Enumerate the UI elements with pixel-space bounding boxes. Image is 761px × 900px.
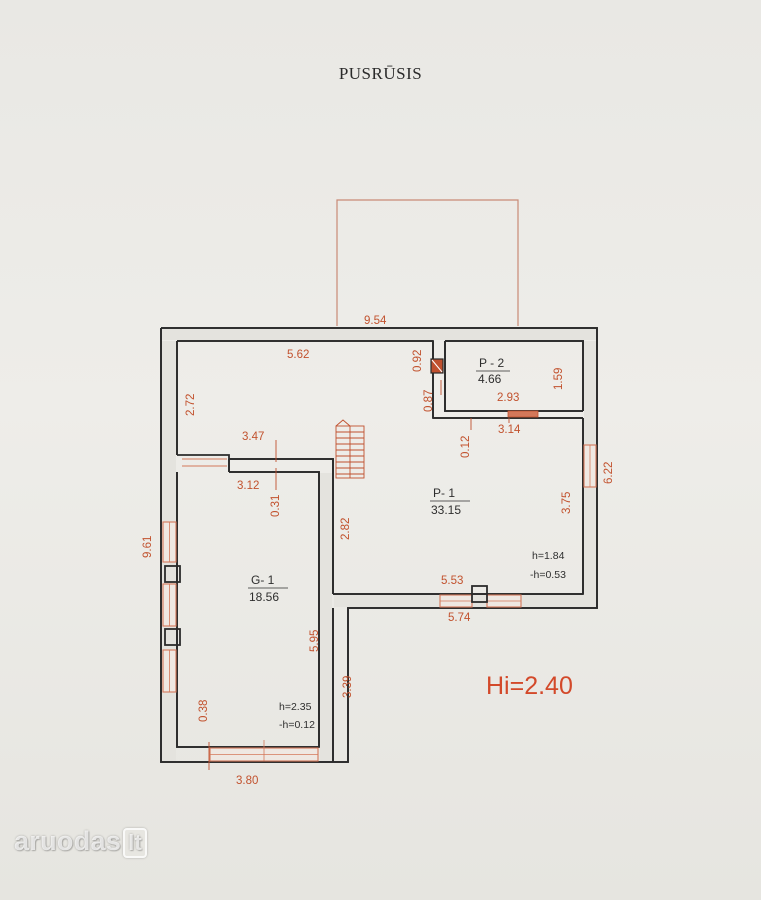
dim-p2-step: 0.12 xyxy=(460,436,472,458)
dimension-ticks xyxy=(208,380,510,770)
p2-door xyxy=(507,410,539,418)
dim-mid-lower: 3.12 xyxy=(237,480,259,492)
dim-left-outer: 9.61 xyxy=(142,536,154,558)
dim-bottom-width: 3.80 xyxy=(236,775,258,787)
dim-mid-upper: 3.47 xyxy=(242,431,264,443)
room-p1-label: P- 1 xyxy=(433,486,455,500)
dim-corridor: 2.82 xyxy=(340,518,352,540)
dim-p2-lower: 3.14 xyxy=(498,424,521,436)
staircase xyxy=(335,419,365,479)
room-p2-area: 4.66 xyxy=(478,372,502,386)
room-p1-neg-height: -h=0.53 xyxy=(530,569,566,581)
annex-outline xyxy=(336,199,519,326)
ceiling-height: Hi=2.40 xyxy=(486,672,573,700)
dim-lower-right: 3.39 xyxy=(342,676,354,698)
window-lines xyxy=(169,445,591,761)
dim-p2-gap: 0.92 xyxy=(412,350,424,372)
opening-hatch xyxy=(182,458,227,467)
dim-right-inner: 3.75 xyxy=(561,492,573,514)
room-g1-label: G- 1 xyxy=(251,573,275,587)
room-g1-height: h=2.35 xyxy=(279,701,312,713)
page-title: PUSRŪSIS xyxy=(338,64,423,83)
logo-name: aruodas xyxy=(14,826,122,856)
dim-south-inner: 5.53 xyxy=(441,575,463,587)
room-p1-area: 33.15 xyxy=(431,503,461,517)
dim-top-outer: 9.54 xyxy=(364,315,387,327)
chimney-mark xyxy=(431,359,443,373)
dim-p2-height: 1.59 xyxy=(553,368,565,390)
dim-top-inner: 5.62 xyxy=(287,349,309,361)
dim-p2-width: 2.93 xyxy=(497,392,519,404)
logo-tld: lt xyxy=(123,828,148,858)
dim-right-outer: 6.22 xyxy=(603,462,615,484)
room-g1-area: 18.56 xyxy=(249,590,279,604)
dim-mid-step: 0.31 xyxy=(270,495,282,517)
dim-p2-door: 0.87 xyxy=(423,390,435,412)
dim-g1-height: 5.95 xyxy=(309,630,321,652)
room-g1-neg-height: -h=0.12 xyxy=(279,719,315,731)
dim-left-upper: 2.72 xyxy=(185,394,197,416)
room-p2-label: P - 2 xyxy=(479,356,504,370)
dim-south-outer: 5.74 xyxy=(448,612,471,624)
pillars xyxy=(164,565,488,646)
dim-bottom-step: 0.38 xyxy=(198,700,210,722)
room-p1-height: h=1.84 xyxy=(532,550,565,562)
